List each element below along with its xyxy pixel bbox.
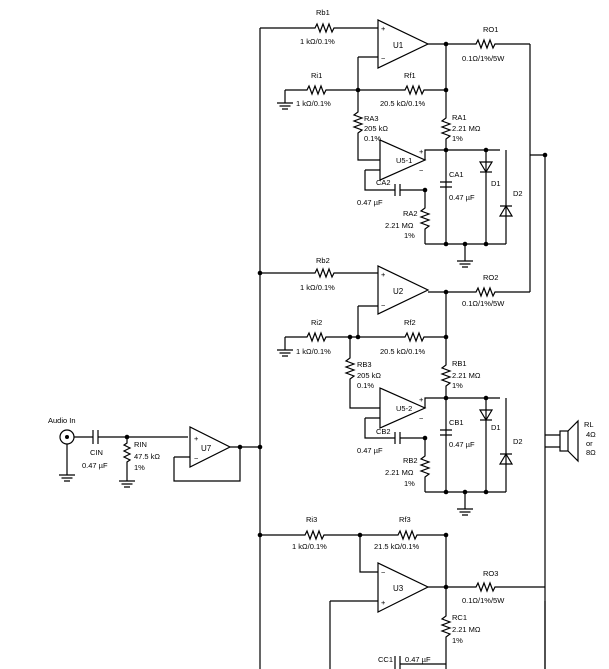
u5-1-plus-sign: + xyxy=(419,147,424,156)
ra2-label: RA2 xyxy=(403,209,418,218)
u3-minus-sign: − xyxy=(381,568,386,577)
ra1-value-2: 1% xyxy=(452,134,463,143)
u2-minus-sign: − xyxy=(381,301,386,310)
d1-label-top: D1 xyxy=(491,179,501,188)
rb2-value: 1 kΩ/0.1% xyxy=(300,283,335,292)
u5-2-minus-sign: − xyxy=(419,414,424,423)
ro3-value: 0.1Ω/1%/5W xyxy=(462,596,505,605)
ri3-value: 1 kΩ/0.1% xyxy=(292,542,327,551)
cb1-value: 0.47 µF xyxy=(449,440,475,449)
rin-value-2: 1% xyxy=(134,463,145,472)
d2-label-top: D2 xyxy=(513,189,523,198)
rf3-value: 21.5 kΩ/0.1% xyxy=(374,542,420,551)
rc1-value-2: 1% xyxy=(452,636,463,645)
rb1-value-1: 2.21 MΩ xyxy=(452,371,481,380)
rb3-label: RB3 xyxy=(357,360,372,369)
rb2-label: Rb2 xyxy=(316,256,330,265)
u5-1-label: U5-1 xyxy=(396,156,412,165)
ra1-value-1: 2.21 MΩ xyxy=(452,124,481,133)
rc1-label: RC1 xyxy=(452,613,467,622)
u2-plus-sign: + xyxy=(381,270,386,279)
u5-2-plus-sign: + xyxy=(419,395,424,404)
junction-dots xyxy=(124,41,548,590)
rf3-label: Rf3 xyxy=(399,515,411,524)
input-stage xyxy=(58,426,241,488)
rin-value-1: 47.5 kΩ xyxy=(134,452,160,461)
audio-in-label: Audio In xyxy=(48,416,76,425)
u2-label: U2 xyxy=(393,287,404,296)
rb1-value-2: 1% xyxy=(452,381,463,390)
cin-label: CIN xyxy=(90,448,103,457)
u5-2-label: U5-2 xyxy=(396,404,412,413)
rb2-small-value-1: 2.21 MΩ xyxy=(385,468,414,477)
ra3-label: RA3 xyxy=(364,114,379,123)
ra2-value-1: 2.21 MΩ xyxy=(385,221,414,230)
ri2-value: 1 kΩ/0.1% xyxy=(296,347,331,356)
ra1-label: RA1 xyxy=(452,113,467,122)
u2-section xyxy=(276,265,530,516)
ri2-label: Ri2 xyxy=(311,318,322,327)
rb3-value-2: 0.1% xyxy=(357,381,374,390)
rc1-value-1: 2.21 MΩ xyxy=(452,625,481,634)
u3-plus-sign: + xyxy=(381,598,386,607)
ra3-value-1: 205 kΩ xyxy=(364,124,388,133)
rb1-label: Rb1 xyxy=(316,8,330,17)
rf2-value: 20.5 kΩ/0.1% xyxy=(380,347,426,356)
rb1-label: RB1 xyxy=(452,359,467,368)
cb1-label: CB1 xyxy=(449,418,464,427)
u7-minus-sign: − xyxy=(194,454,199,463)
u1-label: U1 xyxy=(393,41,404,50)
speaker-value-1: 4Ω xyxy=(586,430,596,439)
u1-section xyxy=(276,19,530,268)
rf2-label: Rf2 xyxy=(404,318,416,327)
ri3-label: Ri3 xyxy=(306,515,317,524)
ro1-label: RO1 xyxy=(483,25,498,34)
rin-label: RIN xyxy=(134,440,147,449)
cb2-value: 0.47 µF xyxy=(357,446,383,455)
output-bus xyxy=(529,44,560,669)
rf1-value: 20.5 kΩ/0.1% xyxy=(380,99,426,108)
ca2-value: 0.47 µF xyxy=(357,198,383,207)
u5-1-minus-sign: − xyxy=(419,166,424,175)
ro3-label: RO3 xyxy=(483,569,498,578)
cb2-label: CB2 xyxy=(376,427,391,436)
u3-section xyxy=(300,529,545,669)
speaker-value-3: 8Ω xyxy=(586,448,596,457)
u1-minus-sign: − xyxy=(381,54,386,63)
ca1-value: 0.47 µF xyxy=(449,193,475,202)
cc1-value: 0.47 µF xyxy=(405,655,431,664)
d1-label-bottom: D1 xyxy=(491,423,501,432)
ro2-label: RO2 xyxy=(483,273,498,282)
rb2-small-label: RB2 xyxy=(403,456,418,465)
ra2-value-2: 1% xyxy=(404,231,415,240)
ca2-label: CA2 xyxy=(376,178,391,187)
speaker-label: RL xyxy=(584,420,594,429)
ra3-value-2: 0.1% xyxy=(364,134,381,143)
u7-plus-sign: + xyxy=(194,434,199,443)
u1-plus-sign: + xyxy=(381,24,386,33)
rb3-value-1: 205 kΩ xyxy=(357,371,381,380)
cin-value: 0.47 µF xyxy=(82,461,108,470)
main-bus xyxy=(230,27,310,669)
u3-label: U3 xyxy=(393,584,404,593)
ri1-label: Ri1 xyxy=(311,71,322,80)
ro1-value: 0.1Ω/1%/5W xyxy=(462,54,505,63)
ri1-value: 1 kΩ/0.1% xyxy=(296,99,331,108)
rf1-label: Rf1 xyxy=(404,71,416,80)
rb2-small-value-2: 1% xyxy=(404,479,415,488)
speaker-value-2: or xyxy=(586,439,593,448)
d2-label-bottom: D2 xyxy=(513,437,523,446)
speaker-symbol xyxy=(559,419,579,463)
ca1-label: CA1 xyxy=(449,170,464,179)
ro2-value: 0.1Ω/1%/5W xyxy=(462,299,505,308)
u7-label: U7 xyxy=(201,444,212,453)
rb1-value: 1 kΩ/0.1% xyxy=(300,37,335,46)
cc1-label: CC1 xyxy=(378,655,393,664)
